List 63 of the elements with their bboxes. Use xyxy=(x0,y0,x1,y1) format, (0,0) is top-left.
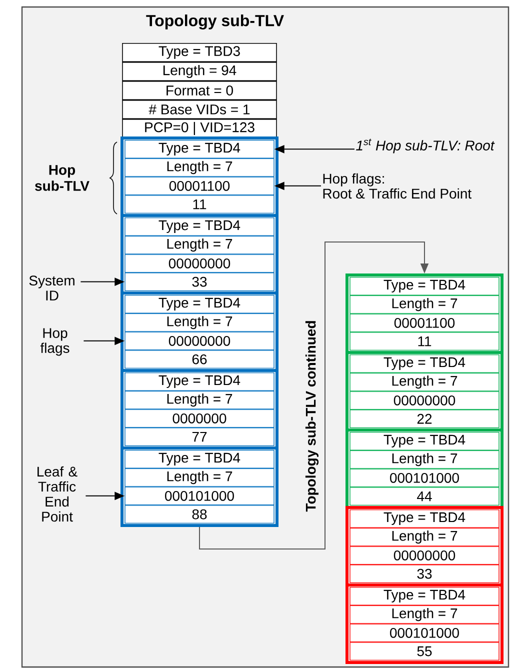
bracket-label: Hop sub-TLV xyxy=(35,165,90,191)
field-cell: Type = TBD4 xyxy=(350,586,500,606)
field-cell: Length = 7 xyxy=(124,390,274,410)
field-cell: 88 xyxy=(124,505,274,524)
field-cell: Length = 7 xyxy=(124,236,274,254)
field-cell: Length = 7 xyxy=(124,468,274,487)
sub-tlv-frame xyxy=(120,214,278,294)
field-cell: Length = 7 xyxy=(350,450,500,469)
field-cell: Length = 7 xyxy=(350,372,500,392)
sub-tlv-frame xyxy=(346,274,504,354)
field-cell: 77 xyxy=(124,428,274,446)
field-cell: Length = 7 xyxy=(124,313,274,332)
callout-text: Hop flags: Root & Traffic End Point xyxy=(323,173,472,199)
field-cell: 00000000 xyxy=(124,332,274,350)
sub-tlv-frame xyxy=(120,136,278,217)
field-cell: # Base VIDs = 1 xyxy=(122,100,277,119)
side-label: Topology sub-TLV continued xyxy=(305,321,319,512)
field-cell: 66 xyxy=(124,350,274,369)
sub-tlv-frame xyxy=(120,292,278,372)
field-cell: Format = 0 xyxy=(122,81,277,100)
field-cell: 00000000 xyxy=(350,391,500,410)
sub-tlv-frame xyxy=(346,584,504,664)
callout-text: System ID xyxy=(29,276,74,300)
field-cell: Type = TBD4 xyxy=(124,140,274,158)
field-cell: 44 xyxy=(350,487,500,506)
field-cell: 000101000 xyxy=(124,486,274,506)
field-cell: Type = TBD4 xyxy=(124,294,274,314)
field-cell: Length = 7 xyxy=(350,605,500,624)
sub-tlv-frame xyxy=(346,351,504,432)
field-cell: Length = 94 xyxy=(122,62,277,81)
field-cell: 22 xyxy=(350,410,500,428)
field-cell: Type = TBD4 xyxy=(124,217,274,236)
callout-text: Leaf & Traffic End Point xyxy=(38,466,78,522)
field-cell: 000101000 xyxy=(350,468,500,488)
field-cell: 00001100 xyxy=(350,314,500,332)
field-cell: 33 xyxy=(350,564,500,584)
field-cell: 00001100 xyxy=(124,176,274,196)
connector-arrow xyxy=(199,242,429,550)
field-cell: 00000000 xyxy=(124,254,274,273)
sub-tlv-frame xyxy=(120,369,278,450)
field-cell: Type = TBD4 xyxy=(350,354,500,373)
field-cell: 0000000 xyxy=(124,409,274,428)
field-cell: Type = TBD4 xyxy=(124,450,274,468)
title: Topology sub-TLV xyxy=(146,14,284,30)
field-cell: PCP=0 | VID=123 xyxy=(122,119,277,138)
field-cell: Type = TBD3 xyxy=(122,43,277,62)
sub-tlv-frame xyxy=(346,506,504,586)
sub-tlv-frame xyxy=(120,446,278,527)
field-cell: Type = TBD4 xyxy=(350,509,500,528)
callout-text: 1$^{st}$ Hop sub-TLV: Root xyxy=(356,138,495,154)
field-cell: 33 xyxy=(124,272,274,292)
field-cell: Type = TBD4 xyxy=(350,276,500,296)
field-cell: Length = 7 xyxy=(350,295,500,314)
field-cell: 11 xyxy=(350,332,500,351)
field-cell: Length = 7 xyxy=(124,158,274,177)
field-cell: 000101000 xyxy=(350,624,500,642)
field-cell: 00000000 xyxy=(350,546,500,565)
field-cell: Type = TBD4 xyxy=(350,432,500,450)
field-cell: 11 xyxy=(124,195,274,214)
field-cell: Length = 7 xyxy=(350,528,500,546)
field-cell: 55 xyxy=(350,642,500,661)
field-cell: Type = TBD4 xyxy=(124,372,274,391)
callout-text: Hop flags xyxy=(40,328,70,356)
